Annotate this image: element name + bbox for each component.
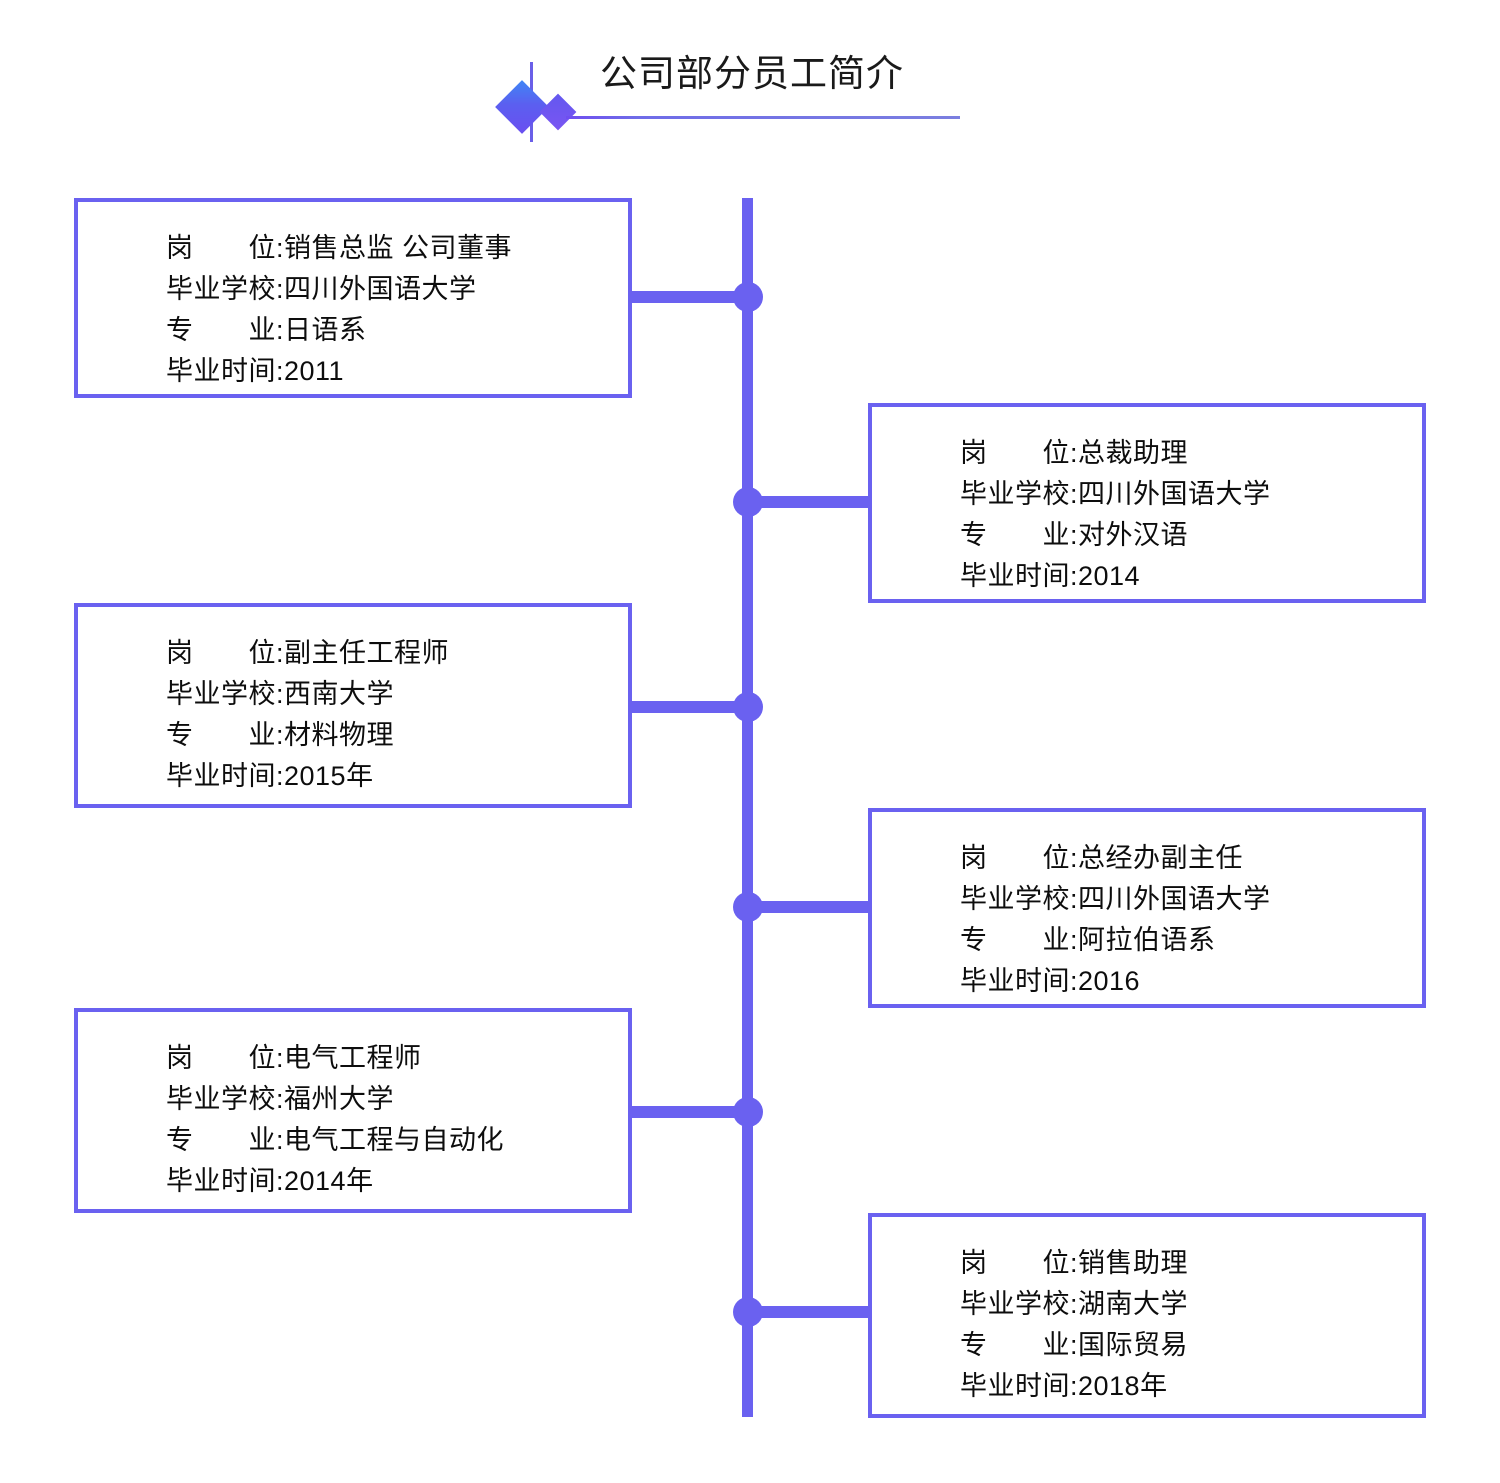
major-line: 专 业:电气工程与自动化 <box>166 1125 505 1155</box>
employee-card-3-body: 岗 位:副主任工程师 毕业学校:西南大学 专 业:材料物理 毕业时间:2015年 <box>78 607 628 797</box>
connector-4 <box>747 901 872 913</box>
page-title: 公司部分员工简介 <box>600 53 904 94</box>
major-line: 专 业:阿拉伯语系 <box>960 925 1216 955</box>
employee-card-6-body: 岗 位:销售助理 毕业学校:湖南大学 专 业:国际贸易 毕业时间:2018年 <box>872 1217 1422 1407</box>
year-line: 毕业时间:2018年 <box>960 1371 1168 1401</box>
employee-card-6[interactable]: 岗 位:销售助理 毕业学校:湖南大学 专 业:国际贸易 毕业时间:2018年 <box>868 1213 1426 1418</box>
connector-2 <box>747 496 872 508</box>
employee-card-5-body: 岗 位:电气工程师 毕业学校:福州大学 专 业:电气工程与自动化 毕业时间:20… <box>78 1012 628 1202</box>
position-line: 岗 位:总裁助理 <box>960 438 1189 468</box>
position-line: 岗 位:销售助理 <box>960 1248 1189 1278</box>
major-line: 专 业:日语系 <box>166 315 367 345</box>
school-line: 毕业学校:四川外国语大学 <box>960 884 1271 914</box>
school-line: 毕业学校:四川外国语大学 <box>166 274 477 304</box>
title-rule-divider <box>566 116 960 119</box>
school-line: 毕业学校:西南大学 <box>166 679 395 709</box>
employee-card-5[interactable]: 岗 位:电气工程师 毕业学校:福州大学 专 业:电气工程与自动化 毕业时间:20… <box>74 1008 632 1213</box>
timeline-node-6[interactable] <box>733 1297 763 1327</box>
connector-1 <box>632 291 748 303</box>
position-line: 岗 位:销售总监 公司董事 <box>166 233 513 263</box>
timeline-node-2[interactable] <box>733 487 763 517</box>
connector-3 <box>632 701 748 713</box>
position-line: 岗 位:总经办副主任 <box>960 843 1244 873</box>
year-line: 毕业时间:2011 <box>166 356 345 386</box>
header: 公司部分员工简介 <box>0 0 1500 180</box>
major-line: 专 业:对外汉语 <box>960 520 1189 550</box>
year-line: 毕业时间:2016 <box>960 966 1141 996</box>
employee-card-1-body: 岗 位:销售总监 公司董事 毕业学校:四川外国语大学 专 业:日语系 毕业时间:… <box>78 202 628 392</box>
year-line: 毕业时间:2015年 <box>166 761 374 791</box>
school-line: 毕业学校:福州大学 <box>166 1084 395 1114</box>
connector-5 <box>632 1106 748 1118</box>
employee-card-1[interactable]: 岗 位:销售总监 公司董事 毕业学校:四川外国语大学 专 业:日语系 毕业时间:… <box>74 198 632 398</box>
employee-card-3[interactable]: 岗 位:副主任工程师 毕业学校:西南大学 专 业:材料物理 毕业时间:2015年 <box>74 603 632 808</box>
position-line: 岗 位:副主任工程师 <box>166 638 450 668</box>
major-line: 专 业:材料物理 <box>166 720 395 750</box>
connector-6 <box>747 1306 872 1318</box>
timeline-node-4[interactable] <box>733 892 763 922</box>
employee-card-2[interactable]: 岗 位:总裁助理 毕业学校:四川外国语大学 专 业:对外汉语 毕业时间:2014 <box>868 403 1426 603</box>
timeline-node-5[interactable] <box>733 1097 763 1127</box>
school-line: 毕业学校:湖南大学 <box>960 1289 1189 1319</box>
diamond-small-icon <box>539 93 577 131</box>
timeline-spine <box>742 198 753 1417</box>
year-line: 毕业时间:2014 <box>960 561 1141 591</box>
employee-card-4[interactable]: 岗 位:总经办副主任 毕业学校:四川外国语大学 专 业:阿拉伯语系 毕业时间:2… <box>868 808 1426 1008</box>
timeline-node-3[interactable] <box>733 692 763 722</box>
employee-card-4-body: 岗 位:总经办副主任 毕业学校:四川外国语大学 专 业:阿拉伯语系 毕业时间:2… <box>872 812 1422 1002</box>
position-line: 岗 位:电气工程师 <box>166 1043 422 1073</box>
diamond-large-icon <box>495 80 549 134</box>
year-line: 毕业时间:2014年 <box>166 1166 374 1196</box>
major-line: 专 业:国际贸易 <box>960 1330 1189 1360</box>
timeline-node-1[interactable] <box>733 282 763 312</box>
school-line: 毕业学校:四川外国语大学 <box>960 479 1271 509</box>
employee-card-2-body: 岗 位:总裁助理 毕业学校:四川外国语大学 专 业:对外汉语 毕业时间:2014 <box>872 407 1422 597</box>
